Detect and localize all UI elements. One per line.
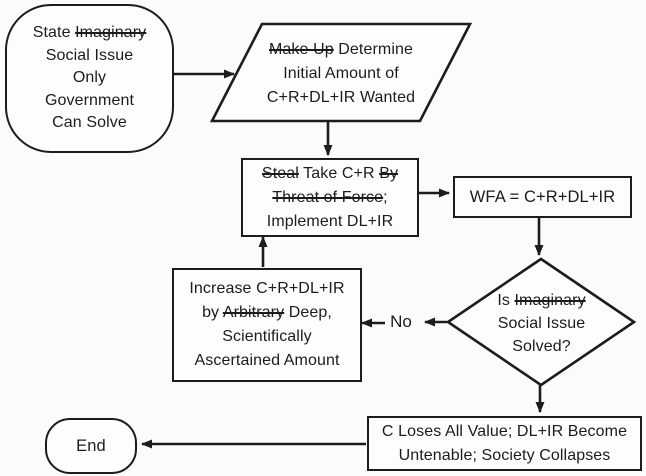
- text-line: Implement DL+IR: [267, 210, 393, 234]
- text-line: C+R+DL+IR Wanted: [267, 86, 415, 110]
- text-segment: by: [202, 304, 223, 321]
- text-segment: State: [32, 24, 76, 42]
- text-segment: Determine: [333, 40, 413, 58]
- text-segment: Social Issue: [497, 314, 586, 332]
- determine-parallelogram-shape: [209, 22, 473, 123]
- text-line: Social Issue: [46, 45, 133, 68]
- struck-text-segment: Make Up: [269, 40, 334, 58]
- text-segment: Deep,: [284, 304, 332, 321]
- text-segment: Is: [497, 291, 515, 309]
- text-segment: Implement DL+IR: [266, 212, 394, 230]
- text-line: Make Up Determine: [269, 38, 413, 62]
- struck-text-segment: Arbitrary: [222, 304, 285, 321]
- text-line: WFA = C+R+DL+IR: [470, 186, 615, 209]
- node-end-terminator: End: [45, 418, 137, 474]
- text-line: Can Solve: [52, 112, 127, 135]
- text-line: State Imaginary: [33, 22, 147, 45]
- text-segment: Initial Amount of: [283, 64, 399, 82]
- text-segment: ;: [383, 188, 388, 206]
- text-line: C Loses All Value; DL+IR Become: [382, 420, 627, 444]
- text-segment: Can Solve: [52, 114, 127, 132]
- node-wfa-process: WFA = C+R+DL+IR: [453, 176, 632, 218]
- struck-text-segment: Imaginary: [514, 291, 586, 309]
- text-line: Government: [45, 90, 134, 113]
- text-segment: Only: [72, 69, 107, 87]
- text-segment: C+R+DL+IR Wanted: [266, 88, 416, 106]
- text-segment: Increase C+R+DL+IR: [189, 280, 345, 297]
- text-line: Ascertained Amount: [195, 349, 340, 373]
- text-line: Only: [73, 67, 106, 90]
- text-line: Solved?: [512, 335, 571, 358]
- text-line: Increase C+R+DL+IR: [189, 277, 344, 301]
- text-line: by Arbitrary Deep,: [202, 301, 332, 325]
- text-line: End: [76, 435, 106, 458]
- text-segment: Ascertained Amount: [194, 352, 340, 369]
- text-segment: Scientifically: [222, 328, 312, 345]
- text-segment: Solved?: [512, 337, 571, 355]
- text-line: Scientifically: [222, 325, 311, 349]
- text-line: Social Issue: [498, 312, 585, 335]
- text-line: Steal Take C+R By: [262, 162, 398, 186]
- text-segment: Social Issue: [45, 46, 134, 64]
- struck-text-segment: Imaginary: [75, 24, 147, 42]
- node-increase-process: Increase C+R+DL+IR by Arbitrary Deep, Scie…: [172, 268, 362, 382]
- no-edge-label: No: [390, 312, 412, 331]
- text-segment: C Loses All Value; DL+IR Become: [381, 422, 628, 440]
- text-line: Initial Amount of: [283, 62, 399, 86]
- text-segment: Take C+R: [298, 164, 380, 182]
- text-segment: Government: [44, 91, 135, 109]
- struck-text-segment: By: [379, 164, 399, 182]
- text-line: Threat of Force;: [272, 186, 387, 210]
- text-line: Untenable; Society Collapses: [399, 444, 611, 468]
- text-segment: WFA = C+R+DL+IR: [469, 187, 616, 206]
- struck-text-segment: Threat of Force: [272, 188, 384, 206]
- struck-text-segment: Steal: [261, 164, 299, 182]
- text-segment: End: [76, 436, 106, 455]
- text-line: Is Imaginary: [497, 289, 585, 312]
- text-segment: Untenable; Society Collapses: [398, 446, 611, 464]
